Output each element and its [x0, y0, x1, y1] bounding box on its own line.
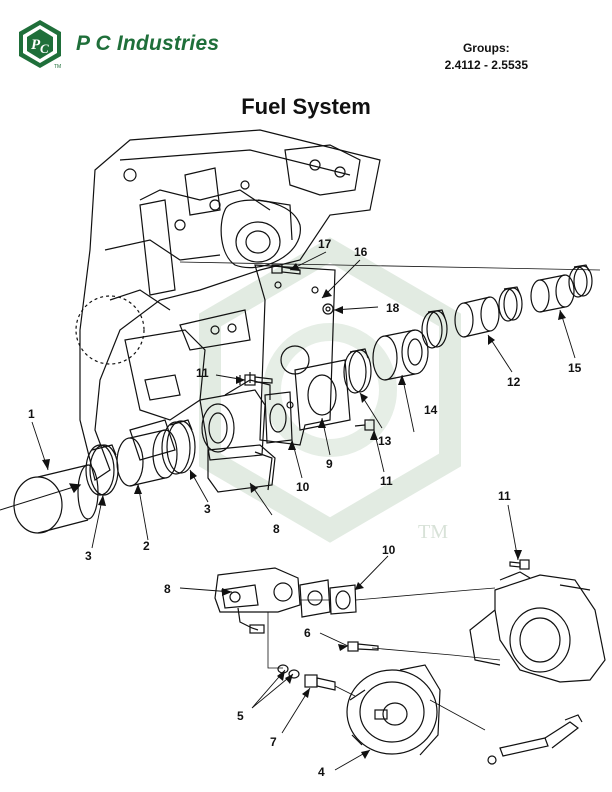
fuel-system-diagram: TM: [0, 129, 606, 779]
adapter-lower: [299, 579, 331, 618]
callout-12: 12: [507, 375, 521, 389]
callout-14: 14: [424, 403, 438, 417]
bolt-11-lower-detail: [509, 559, 530, 570]
callout-10-lower: 10: [382, 543, 396, 557]
groups-label: Groups:: [462, 41, 510, 55]
callout-11-lower: 11: [498, 489, 511, 503]
connection-lines: [267, 587, 501, 731]
callout-18: 18: [386, 301, 400, 315]
pc-industries-logo: P C TM: [19, 20, 61, 70]
page-title: Fuel System: [241, 94, 371, 119]
fitting-7: [304, 674, 336, 691]
svg-text:TM: TM: [54, 64, 61, 70]
svg-text:C: C: [40, 41, 49, 56]
clamp-right: [498, 286, 523, 322]
callout-labels: 1 2 3 3 4 5 6 7 8 8 9 10 10 11 11 11 12 …: [28, 237, 582, 779]
leader-arrowheads: [42, 263, 566, 759]
bolt-11-lower: [354, 419, 375, 431]
callout-11-upper: 11: [196, 366, 209, 380]
nut-18: [322, 303, 334, 315]
vaporizer-4: [346, 664, 441, 756]
callout-2: 2: [143, 539, 150, 553]
callout-8-lower: 8: [164, 582, 171, 596]
callout-17: 17: [318, 237, 332, 251]
clamp-far-right: [568, 264, 593, 298]
callout-11-mid: 11: [380, 474, 393, 488]
groups-range: 2.4112 - 2.5535: [444, 58, 528, 72]
callout-5: 5: [237, 709, 244, 723]
callout-1: 1: [28, 407, 35, 421]
callout-16: 16: [354, 245, 368, 259]
clamp-3-left: [85, 444, 119, 496]
clamp-mid: [421, 309, 448, 349]
svg-text:P: P: [31, 37, 41, 53]
gasket-10-lower: [329, 584, 357, 615]
callout-9: 9: [326, 457, 333, 471]
sleeve-12: [454, 296, 500, 338]
brand-name: P C Industries: [76, 32, 220, 55]
callout-15: 15: [568, 361, 582, 375]
hose-14: [372, 329, 429, 381]
clamp-13: [343, 348, 372, 394]
callout-7: 7: [270, 735, 277, 749]
mixer-assembly: [199, 372, 276, 493]
hose-2: [116, 429, 178, 487]
elbow-housing: [469, 571, 606, 683]
groups-info: Groups: 2.4112 - 2.5535: [445, 40, 528, 74]
callout-6: 6: [304, 626, 311, 640]
clamp-3-right: [161, 419, 196, 475]
callout-8-upper: 8: [273, 522, 280, 536]
adapter-9: [294, 359, 351, 431]
page-header: P C TM P C Industries Groups: 2.4112 - 2…: [0, 0, 612, 90]
centerline: [179, 261, 601, 271]
callout-10-upper: 10: [296, 480, 310, 494]
hose-15: [530, 274, 575, 313]
intake-pipe-1: [0, 464, 99, 534]
sensor-lower-right: [487, 714, 583, 765]
callout-3-left: 3: [85, 549, 92, 563]
callout-13: 13: [378, 434, 392, 448]
fitting-6: [347, 641, 379, 652]
watermark-logo: TM: [199, 237, 461, 543]
watermark-tm: TM: [418, 521, 448, 543]
callout-3-right: 3: [204, 502, 211, 516]
regulator-assembly: [214, 567, 301, 634]
callout-4: 4: [318, 765, 325, 779]
